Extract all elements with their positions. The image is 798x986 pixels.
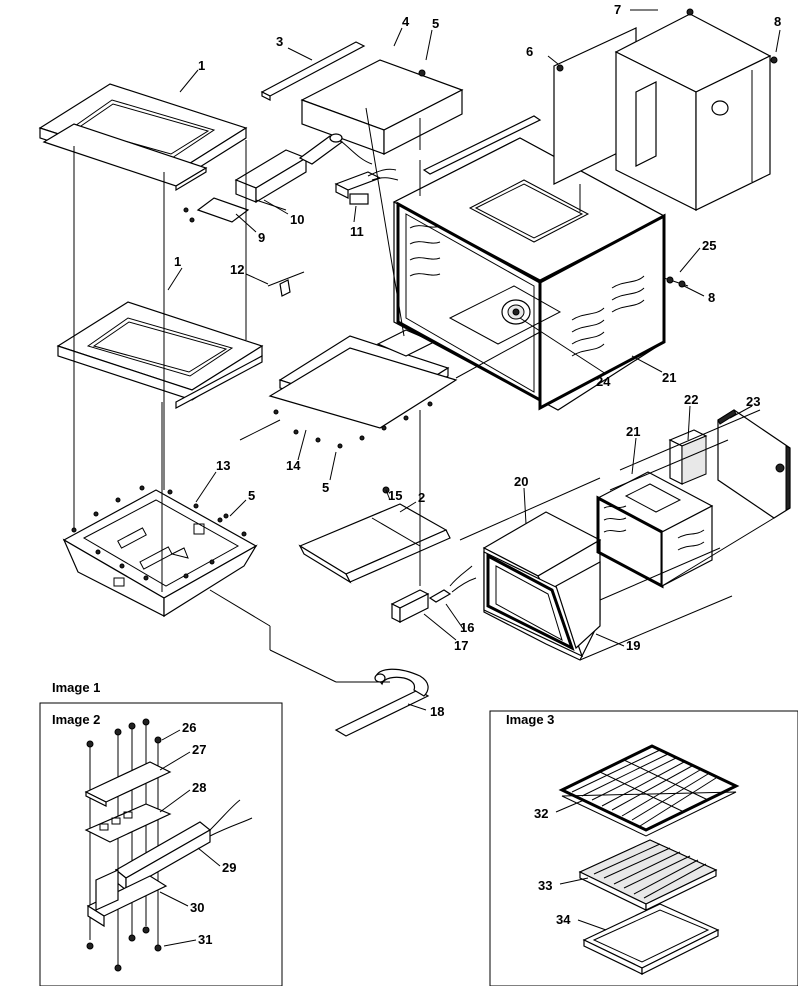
inset-image-3: Image 3	[489, 710, 798, 986]
callout-5-tray: 5	[248, 488, 255, 503]
callout-13: 13	[216, 458, 230, 473]
callout-6: 6	[526, 44, 533, 59]
part-21-small-cavity	[596, 471, 714, 589]
part-2-deflector	[298, 486, 451, 584]
part-7-rear-wrapper	[614, 8, 778, 211]
callout-21-small: 21	[626, 424, 640, 439]
caption-image-3: Image 3	[506, 712, 554, 727]
callout-28: 28	[192, 780, 206, 795]
part-1-upper-panel	[38, 83, 248, 192]
callout-24: 24	[596, 374, 611, 389]
callout-labels: 1 1 2 3 4 5 5 5 6 7 8 8 9 10 11 12 13 14…	[174, 2, 781, 947]
part-9-plate	[183, 197, 250, 223]
callout-33: 33	[538, 878, 552, 893]
part-13-bottom-tray	[62, 489, 258, 618]
callout-9: 9	[258, 230, 265, 245]
part-14-burner-box	[268, 329, 458, 429]
callout-1-top: 1	[198, 58, 205, 73]
part-3-trim-strip	[260, 41, 366, 101]
callout-19: 19	[626, 638, 640, 653]
callout-27: 27	[192, 742, 206, 757]
callout-8-top: 8	[774, 14, 781, 29]
part-1-lower-panel	[56, 301, 264, 410]
callout-30: 30	[190, 900, 204, 915]
assembly-lines	[73, 107, 775, 683]
part-34-broiler-pan	[582, 903, 720, 975]
callout-14: 14	[286, 458, 301, 473]
fastener-dots	[71, 401, 433, 581]
callout-23: 23	[746, 394, 760, 409]
callout-25: 25	[702, 238, 716, 253]
callout-17: 17	[454, 638, 468, 653]
callout-1-lower: 1	[174, 254, 181, 269]
callout-32: 32	[534, 806, 548, 821]
part-11-switch	[334, 168, 399, 205]
callout-26: 26	[182, 720, 196, 735]
callout-15: 15	[388, 488, 402, 503]
callout-22: 22	[684, 392, 698, 407]
callout-20: 20	[514, 474, 528, 489]
callout-5-burner: 5	[322, 480, 329, 495]
part-4-cover-box	[300, 59, 464, 155]
part-23-back-plate	[717, 409, 791, 519]
part-10-housing	[234, 133, 373, 204]
callout-7: 7	[614, 2, 621, 17]
callout-4: 4	[402, 14, 410, 29]
callout-12: 12	[230, 262, 244, 277]
callout-16: 16	[460, 620, 474, 635]
callout-34: 34	[556, 912, 571, 927]
part-25-fastener	[663, 276, 689, 288]
callout-29: 29	[222, 860, 236, 875]
part-24-fan	[501, 299, 531, 325]
callout-31: 31	[198, 932, 212, 947]
callout-11: 11	[350, 224, 364, 239]
inset-image-2: Image 2	[39, 702, 283, 986]
part-21-oven-cavity	[392, 137, 666, 411]
part-17-valve	[390, 565, 477, 623]
callout-leaders	[167, 9, 781, 711]
part-12-probe	[267, 271, 305, 297]
callout-21-main: 21	[662, 370, 676, 385]
callout-18: 18	[430, 704, 444, 719]
callout-5-top: 5	[432, 16, 439, 31]
part-33-broiler-grid	[578, 839, 718, 911]
part-20-door-frame	[482, 511, 602, 661]
caption-image-1: Image 1	[52, 680, 100, 695]
part-32-oven-rack	[558, 744, 740, 837]
part-18-burner-tube	[334, 668, 430, 737]
caption-image-2: Image 2	[52, 712, 100, 727]
callout-10: 10	[290, 212, 304, 227]
callout-3: 3	[276, 34, 283, 49]
callout-8-side: 8	[708, 290, 715, 305]
callout-2: 2	[418, 490, 425, 505]
